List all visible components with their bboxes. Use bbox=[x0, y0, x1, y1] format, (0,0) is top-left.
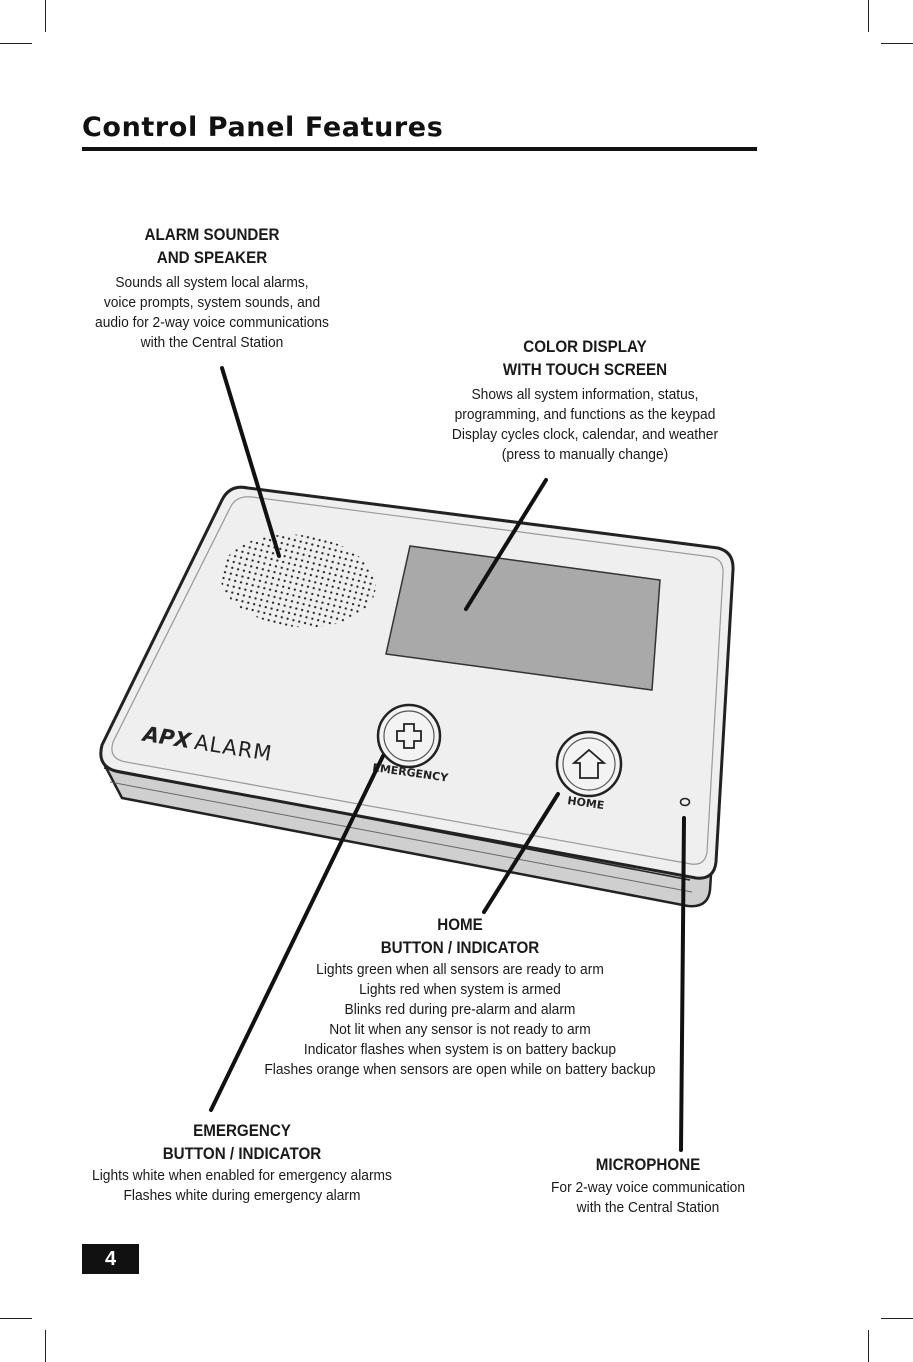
callout-emergency-button: EMERGENCY BUTTON / INDICATOR Lights whit… bbox=[62, 1120, 422, 1206]
crop-mark bbox=[45, 0, 46, 32]
speaker-grille bbox=[220, 534, 376, 628]
microphone-hole bbox=[679, 797, 691, 807]
callout-line: For 2-way voice communication bbox=[550, 1179, 746, 1196]
callout-heading: AND SPEAKER bbox=[156, 249, 268, 267]
panel-side-line bbox=[109, 781, 693, 893]
panel-inner-bevel bbox=[111, 496, 724, 865]
callout-line: (press to manually change) bbox=[501, 446, 669, 463]
callout-heading: COLOR DISPLAY bbox=[523, 338, 647, 356]
leader-line-display bbox=[464, 478, 548, 611]
emergency-button-ring bbox=[383, 710, 435, 762]
callout-microphone: MICROPHONE For 2-way voice communication… bbox=[518, 1154, 778, 1218]
home-button bbox=[555, 730, 623, 798]
callout-heading: BUTTON / INDICATOR bbox=[162, 1145, 322, 1163]
callout-line: with the Central Station bbox=[576, 1199, 720, 1216]
crop-mark bbox=[868, 0, 869, 32]
home-label: HOME bbox=[567, 794, 605, 812]
callout-line: audio for 2-way voice communications bbox=[95, 314, 329, 331]
leader-line-microphone bbox=[679, 816, 686, 1152]
leader-line-home bbox=[482, 792, 560, 914]
crop-mark bbox=[881, 43, 913, 44]
callout-line: Display cycles clock, calendar, and weat… bbox=[451, 426, 719, 443]
callout-heading: EMERGENCY bbox=[193, 1122, 291, 1140]
callout-line: Lights green when all sensors are ready … bbox=[316, 961, 604, 978]
callout-line: voice prompts, system sounds, and bbox=[103, 294, 321, 311]
touch-screen bbox=[385, 545, 661, 691]
callout-heading: WITH TOUCH SCREEN bbox=[502, 361, 668, 379]
callout-line: Lights white when enabled for emergency … bbox=[92, 1167, 392, 1184]
callout-color-display: COLOR DISPLAY WITH TOUCH SCREEN Shows al… bbox=[420, 336, 750, 465]
leader-line-speaker bbox=[220, 366, 281, 558]
callout-line: Flashes white during emergency alarm bbox=[123, 1187, 361, 1204]
home-button-ring bbox=[562, 737, 616, 791]
leader-line-emergency bbox=[209, 754, 385, 1112]
callout-line: programming, and functions as the keypad bbox=[454, 406, 716, 423]
crop-mark bbox=[0, 43, 32, 44]
callout-heading: ALARM SOUNDER bbox=[144, 226, 280, 244]
crop-mark bbox=[881, 1318, 913, 1319]
callout-line: Indicator flashes when system is on batt… bbox=[303, 1041, 617, 1058]
page-title: Control Panel Features bbox=[82, 112, 444, 143]
callout-home-button: HOME BUTTON / INDICATOR Lights green whe… bbox=[230, 914, 690, 1080]
crop-mark bbox=[45, 1330, 46, 1362]
callout-line: Flashes orange when sensors are open whi… bbox=[264, 1061, 656, 1078]
crop-mark bbox=[868, 1330, 869, 1362]
callout-heading: HOME bbox=[437, 916, 483, 934]
house-icon bbox=[571, 748, 607, 779]
callout-line: Sounds all system local alarms, bbox=[115, 274, 309, 291]
callout-line: with the Central Station bbox=[140, 334, 284, 351]
callout-line: Lights red when system is armed bbox=[359, 981, 561, 998]
callout-line: Shows all system information, status, bbox=[471, 386, 699, 403]
panel-side-line bbox=[103, 767, 691, 881]
page-number: 4 bbox=[82, 1244, 139, 1274]
callout-heading: MICROPHONE bbox=[595, 1156, 701, 1174]
callout-heading: BUTTON / INDICATOR bbox=[380, 939, 540, 957]
title-underline bbox=[82, 147, 757, 151]
callout-line: Blinks red during pre-alarm and alarm bbox=[344, 1001, 576, 1018]
cross-icon bbox=[396, 723, 422, 749]
emergency-button bbox=[376, 703, 442, 769]
callout-alarm-sounder: ALARM SOUNDER AND SPEAKER Sounds all sys… bbox=[62, 224, 362, 353]
callout-line: Not lit when any sensor is not ready to … bbox=[329, 1021, 591, 1038]
crop-mark bbox=[0, 1318, 32, 1319]
